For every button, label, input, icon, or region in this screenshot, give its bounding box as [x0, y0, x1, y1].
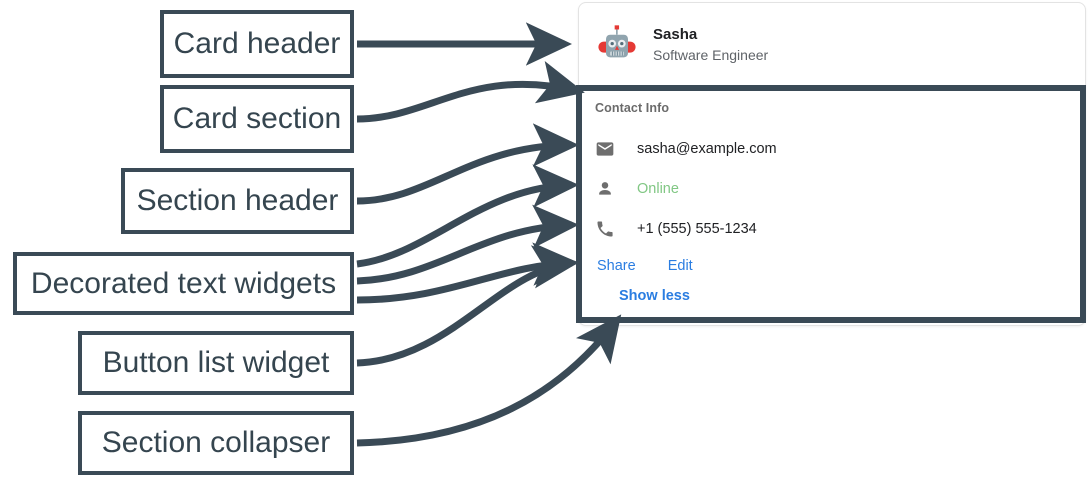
arrow-decorated-text-2 — [356, 204, 579, 285]
annotation-box-section-header: Section header — [121, 168, 354, 234]
decorated-text-widget-email[interactable]: sasha@example.com — [595, 129, 1069, 169]
robot-avatar-icon — [598, 25, 636, 58]
decorated-text-widget-phone[interactable]: +1 (555) 555-1234 — [595, 209, 1069, 249]
annotation-box-decorated-text-widgets: Decorated text widgets — [13, 252, 354, 315]
profile-card: Sasha Software Engineer Contact Info sas… — [578, 2, 1086, 326]
decorated-text-status-value: Online — [637, 180, 679, 197]
annotation-label: Card section — [172, 102, 342, 135]
arrow-button-list — [356, 245, 579, 367]
card-header-subtitle: Software Engineer — [653, 47, 769, 64]
arrow-decorated-text-1 — [356, 164, 579, 268]
card-header: Sasha Software Engineer — [579, 3, 1085, 87]
annotation-box-section-collapser: Section collapser — [78, 411, 354, 475]
arrow-section-header — [356, 123, 579, 205]
arrow-decorated-text-3 — [356, 242, 579, 304]
annotation-label: Decorated text widgets — [30, 266, 337, 300]
share-button[interactable]: Share — [597, 258, 636, 274]
card-header-text: Sasha Software Engineer — [653, 26, 768, 64]
arrow-card-section — [356, 61, 585, 123]
show-less-button[interactable]: Show less — [619, 288, 690, 304]
decorated-text-phone-value: +1 (555) 555-1234 — [637, 220, 757, 237]
annotation-box-card-section: Card section — [160, 85, 354, 153]
annotation-box-card-header: Card header — [160, 10, 354, 78]
annotation-label: Card header — [173, 27, 341, 60]
card-header-title: Sasha — [653, 26, 698, 44]
phone-icon — [597, 221, 613, 237]
section-header: Contact Info — [595, 101, 670, 115]
annotation-label: Section collapser — [101, 426, 331, 459]
edit-button[interactable]: Edit — [667, 258, 693, 274]
section-collapser: Show less — [595, 283, 1069, 309]
decorated-text-widget-status[interactable]: Online — [595, 169, 1069, 209]
annotation-label: Section header — [136, 184, 339, 217]
card-section: Contact Info sasha@example.com Online +1 — [579, 87, 1085, 325]
person-icon — [599, 182, 611, 195]
annotation-box-button-list-widget: Button list widget — [78, 331, 354, 395]
arrow-section-collapser — [356, 314, 622, 447]
email-icon — [596, 142, 614, 156]
button-list-widget: Share Edit — [595, 249, 1069, 283]
annotation-label: Button list widget — [102, 346, 330, 379]
decorated-text-email-value: sasha@example.com — [637, 140, 777, 157]
